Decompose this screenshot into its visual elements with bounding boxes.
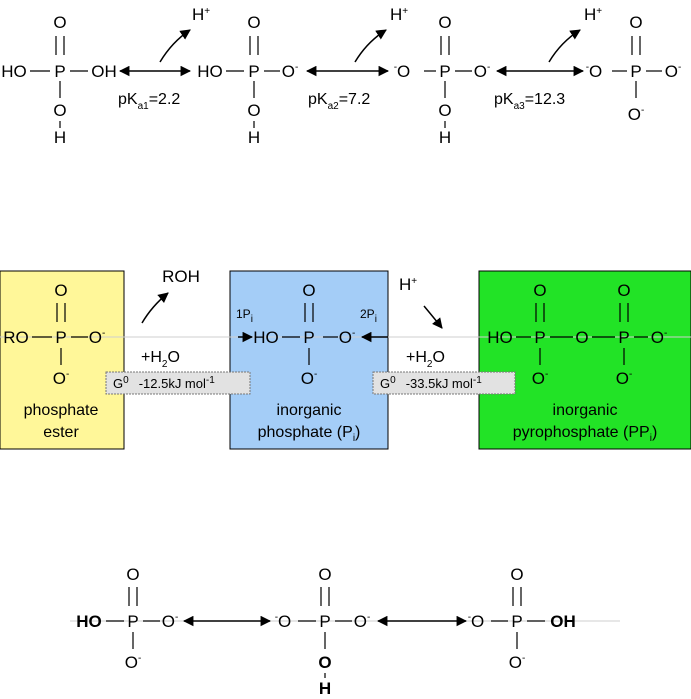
hydrogen-atom: H (319, 679, 331, 698)
oxide-right: O- (89, 328, 106, 347)
oxygen-atom: O (438, 101, 451, 120)
oxygen-atom: O (53, 13, 66, 32)
ester-caption: phosphate (24, 402, 99, 419)
oxygen-atom: O (533, 281, 546, 300)
alkoxy-group: RO (3, 328, 29, 347)
oxide-bottom: O- (301, 369, 318, 388)
oxide-right: O- (162, 612, 179, 631)
pka1-label: pKa1=2.2 (118, 91, 180, 112)
phosphorus-atom: P (127, 612, 138, 631)
oxide-left: -O (586, 62, 603, 81)
oxygen-atom: O (318, 565, 331, 584)
proton-label: H+ (584, 5, 602, 24)
free-energy-box (372, 371, 516, 395)
ppi-caption: pyrophosphate (PPi) (513, 424, 658, 444)
free-energy-box (105, 371, 251, 395)
hydrogen-atom: H (248, 128, 260, 147)
water-label: +H2O (406, 349, 445, 370)
free-energy-label: G0-33.5kJ mol-1 (380, 375, 482, 391)
top-species-1: O HO P OH O H (1, 13, 117, 147)
roh-label: ROH (162, 267, 200, 286)
phosphate-ester-box (0, 270, 125, 450)
oxygen-atom: O (302, 281, 315, 300)
proton-label: H+ (390, 5, 408, 24)
oxygen-atom: O (617, 281, 630, 300)
pka2-label: pKa2=7.2 (308, 91, 370, 112)
hydrogen-atom: H (439, 128, 451, 147)
phosphorus-atom: P (511, 612, 522, 631)
oxygen-atom: O (438, 13, 451, 32)
water-label: +H2O (141, 349, 180, 370)
bridging-oxygen: O (575, 328, 588, 347)
hydroxyl-right: OH (91, 62, 117, 81)
oxygen-atom: O (247, 13, 260, 32)
pyrophosphate-box (478, 270, 691, 450)
proton-release-arrow (159, 29, 191, 63)
hydroxyl-left: HO (487, 328, 513, 347)
hydroxyl-left: HO (197, 62, 223, 81)
stoichiometry-label: 1Pi (236, 307, 253, 325)
oxygen-atom: O (126, 565, 139, 584)
phosphorus-atom: P (54, 62, 65, 81)
top-species-4: O -O P O- O- (586, 13, 682, 124)
oxide-right: O- (339, 328, 356, 347)
pyrophosphate: O O HO P O P O- O- O- inorganic pyrophos… (487, 281, 667, 444)
oxygen-atom: O (54, 281, 67, 300)
hydrogen-atom: H (54, 128, 66, 147)
hydroxyl-right: OH (550, 612, 576, 631)
free-energy-label: G0-12.5kJ mol-1 (113, 375, 215, 391)
hydroxyl-left: HO (76, 612, 102, 631)
phosphorus-atom: P (319, 612, 330, 631)
oxygen-atom: O (318, 653, 331, 672)
pka3-label: pKa3=12.3 (494, 91, 565, 112)
inorganic-phosphate: 1Pi O HO P O- O- inorganic phosphate (Pi… (236, 281, 360, 444)
phosphorus-atom: P (439, 62, 450, 81)
top-species-2: O HO P O- O H (197, 13, 298, 147)
pi-caption: inorganic (277, 402, 342, 419)
phosphorus-atom: P (303, 328, 314, 347)
phosphorus-atom: P (534, 328, 545, 347)
pi-caption: phosphate (Pi) (258, 424, 361, 444)
proton-uptake-arrow (423, 305, 443, 329)
oxygen-atom: O (53, 101, 66, 120)
oxygen-atom: O (247, 101, 260, 120)
oxide-right: O- (474, 62, 491, 81)
oxide-right: O- (665, 62, 682, 81)
oxide-bottom: O- (53, 369, 70, 388)
proton-release-arrow (354, 29, 387, 63)
phosphorus-atom: P (248, 62, 259, 81)
roh-release-arrow (141, 292, 169, 324)
phosphorus-atom: P (630, 62, 641, 81)
bottom-species-3: O -O P OH O- (468, 565, 576, 672)
oxide-left: -O (394, 62, 411, 81)
ester-caption: ester (43, 424, 79, 441)
oxide-left: -O (468, 612, 485, 631)
oxygen-atom: O (629, 13, 642, 32)
oxide-right: O- (282, 62, 299, 81)
stoichiometry-label: 2Pi (360, 307, 377, 325)
oxide-bottom: O- (509, 653, 526, 672)
proton-label: H+ (192, 5, 210, 24)
oxide-bottom: O- (125, 653, 142, 672)
oxide-bottom: O- (532, 369, 549, 388)
proton-label: H+ (399, 275, 417, 294)
oxide-bottom: O- (616, 369, 633, 388)
bottom-species-2: O -O P O- O H (275, 565, 371, 698)
oxide-bottom: O- (628, 105, 645, 124)
hydroxyl-left: HO (253, 328, 279, 347)
bottom-species-1: O HO P O- O- (76, 565, 178, 672)
oxide-right: O- (354, 612, 371, 631)
ppi-caption: inorganic (553, 402, 618, 419)
hydroxyl-left: HO (1, 62, 27, 81)
phosphate-ester: O RO P O- O- phosphate ester (3, 281, 105, 441)
phosphorus-atom: P (55, 328, 66, 347)
proton-release-arrow (548, 29, 581, 63)
phosphorus-atom: P (618, 328, 629, 347)
oxide-left: -O (275, 612, 292, 631)
oxide-right: O- (651, 328, 668, 347)
oxygen-atom: O (510, 565, 523, 584)
top-species-3: O -O P O- O H (394, 13, 491, 147)
